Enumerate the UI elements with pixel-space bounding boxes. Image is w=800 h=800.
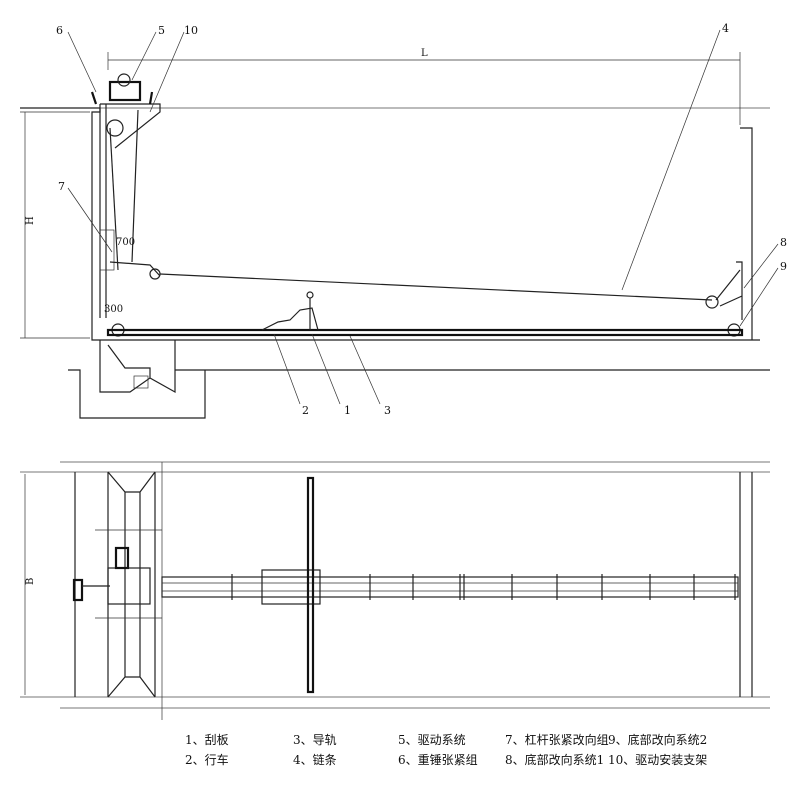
callout-8: 8 <box>780 236 787 249</box>
chain-vertical-right <box>131 109 139 263</box>
chain-vertical-left <box>109 127 119 271</box>
bottom-redirect-wheel-1 <box>705 295 719 309</box>
hopper-foundation <box>68 369 206 419</box>
plan-scraper-blade <box>306 476 315 694</box>
callout-5: 5 <box>158 24 165 37</box>
lever-block <box>99 229 115 271</box>
plan-view: B <box>20 461 770 720</box>
tank-right-wall <box>740 127 753 340</box>
callout-7: 7 <box>58 180 65 193</box>
drive-motor <box>108 80 142 102</box>
plan-motor <box>114 546 130 570</box>
main-chain <box>159 273 713 301</box>
sludge-hopper <box>99 340 176 394</box>
legend-item-1: 1、刮板 <box>185 733 229 747</box>
plan-counterweight <box>72 578 84 602</box>
legend-item-8: 8、底部改向系统1 <box>505 752 604 767</box>
callout-2: 2 <box>302 404 309 417</box>
legend-item-6: 6、重锤张紧组 <box>398 752 478 767</box>
legend-item-7: 7、杠杆张紧改向组 <box>505 732 609 747</box>
drive-mount-bracket <box>99 103 161 318</box>
legend-item-3: 3、导轨 <box>293 733 337 747</box>
callout-6: 6 <box>56 24 63 37</box>
legend-item-2: 2、行车 <box>185 752 229 767</box>
drive-sprocket <box>106 119 124 137</box>
lower-gap-label: 300 <box>104 304 123 315</box>
plan-guide-rail <box>161 576 739 598</box>
bottom-redirect-frame <box>715 261 743 320</box>
legend-item-10: 10、驱动安装支架 <box>608 752 707 767</box>
plan-carriage <box>261 569 321 605</box>
callout-1: 1 <box>344 404 351 417</box>
legend-item-4: 4、链条 <box>293 752 337 767</box>
lever-arm <box>109 261 161 277</box>
callout-4: 4 <box>722 22 729 35</box>
length-dim-label: L <box>421 48 428 59</box>
guide-rail <box>106 328 744 337</box>
tank-left-wall <box>20 107 101 341</box>
elevation-view: H L 700 300 <box>20 22 787 419</box>
plan-hopper <box>107 471 156 698</box>
drive-gear <box>117 73 131 87</box>
component-legend: 1、刮板 2、行车 3、导轨 4、链条 5、驱动系统 6、重锤张紧组 7、杠杆张… <box>185 732 707 767</box>
callout-10: 10 <box>184 24 198 37</box>
legend-item-5: 5、驱动系统 <box>398 733 466 747</box>
height-dim-label: H <box>25 216 36 225</box>
width-dim-label: B <box>25 578 36 585</box>
upper-gap-label: 700 <box>116 237 135 248</box>
carriage <box>261 307 319 331</box>
legend-item-9: 9、底部改向系统2 <box>608 732 707 747</box>
plan-drive-unit <box>107 567 151 605</box>
plan-rail-ties <box>231 574 736 600</box>
hopper-outlet <box>133 375 149 389</box>
callout-3: 3 <box>384 404 391 417</box>
scraper-pivot <box>306 291 314 299</box>
callout-9: 9 <box>780 260 787 273</box>
